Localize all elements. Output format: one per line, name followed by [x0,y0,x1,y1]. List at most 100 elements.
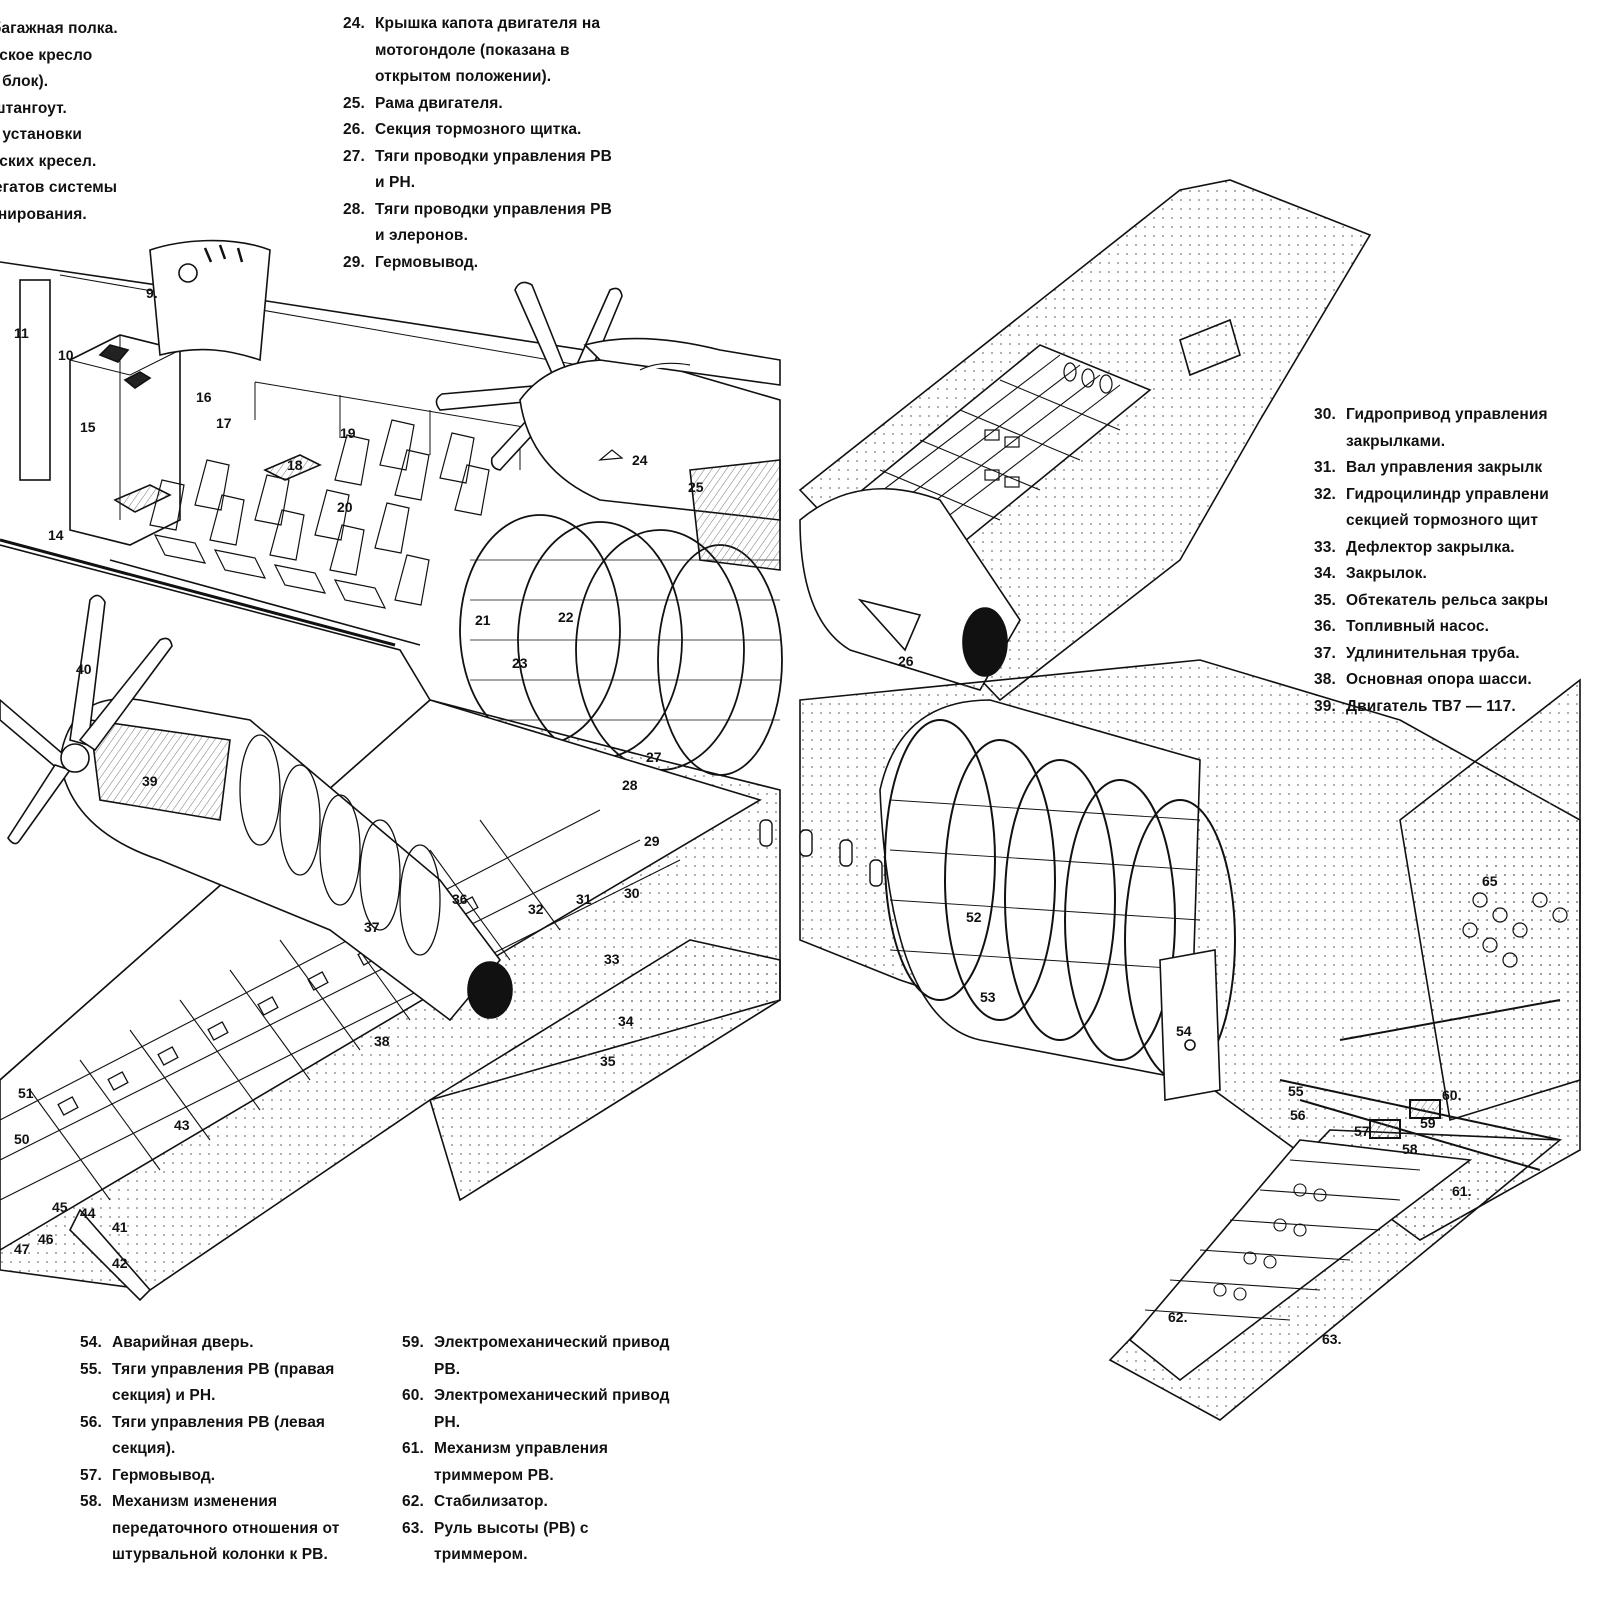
callout-51: 51 [18,1085,34,1101]
callout-31: 31 [576,891,592,907]
callout-46: 46 [38,1231,54,1247]
legend-item-31: 31.Вал управления закрылк [1314,459,1543,476]
legend-item-36: 36.Топливный насос. [1314,618,1490,635]
callout-24: 24 [632,452,648,468]
callout-26: 26 [898,653,914,669]
passenger-seats [149,419,490,609]
callout-23: 23 [512,655,528,671]
callout-11: 11 [14,325,29,341]
callout-15: 15 [80,419,96,435]
callout-37: 37 [364,919,380,935]
callout-55: 55 [1288,1083,1304,1099]
legend-item-35: 35.Обтекатель рельса закры [1314,591,1549,609]
stabilizer-lower [1108,1129,1563,1421]
callout-28: 28 [622,777,638,793]
legend-item-39: 39.Двигатель ТВ7 — 117. [1314,697,1516,715]
callout-19: 19 [340,425,356,441]
legend-item-29: 29.Гермовывод. [343,253,479,271]
callout-34: 34 [618,1013,634,1029]
propeller-left [0,594,173,845]
legend-item: жирское креслоной блок). [0,46,93,91]
control-linkages [1279,999,1561,1171]
stabilizer-right [1399,678,1581,1122]
legend-item-37: 37.Удлинительная труба. [1314,644,1520,662]
legend-item-26: 26.Секция тормозного щитка. [343,121,582,138]
callout-42: 42 [112,1255,128,1271]
callout-43: 43 [174,1117,190,1133]
callout-58: 58 [1402,1141,1418,1157]
legend-item-25: 25.Рама двигателя. [343,94,503,112]
callout-38: 38 [374,1033,390,1049]
callout-50: 50 [14,1131,30,1147]
legend-bottom-left: 54.Аварийная дверь. 55.Тяги управления Р… [80,1330,339,1569]
callout-57: 57 [1354,1123,1370,1139]
callout-20: 20 [337,499,353,515]
rear-fuselage [759,659,1581,1241]
callout-29: 29 [644,833,660,849]
callout-labels: 9. 10 11 14 15 16 17 18 19 20 21 22 23 2… [14,285,1498,1347]
callout-47: 47 [14,1241,30,1257]
legend-item-33: 33.Дефлектор закрылка. [1314,538,1515,556]
legend-item: агрегатов системыционирования. [0,179,118,223]
callout-14: 14 [48,527,64,543]
engine-nacelle-right [799,487,1021,691]
callout-21: 21 [475,612,491,628]
callout-25: 25 [688,479,704,495]
callout-60: 60. [1442,1087,1461,1103]
callout-62: 62. [1168,1309,1187,1325]
callout-40: 40 [76,661,92,677]
callout-53: 53 [980,989,996,1005]
engine-nacelle-upper [519,337,781,571]
callout-52: 52 [966,909,982,925]
callout-41: 41 [112,1219,128,1235]
engine-nacelle-left [59,698,513,1022]
callout-65: 65 [1482,873,1498,889]
legend-item-38: 38.Основная опора шасси. [1314,671,1532,688]
legend-item-57: 57.Гермовывод. [80,1466,216,1484]
legend-top-left: яя багажная полка. жирское креслоной бло… [0,16,118,228]
callout-36: 36 [452,891,468,907]
callout-45: 45 [52,1199,68,1215]
callout-18: 18 [287,457,303,473]
callout-63: 63. [1322,1331,1341,1347]
callout-54: 54 [1176,1023,1192,1039]
callout-35: 35 [600,1053,616,1069]
callout-44: 44 [80,1205,96,1221]
left-wing [0,699,781,1302]
callout-27: 27 [646,749,662,765]
callout-9: 9. [146,285,158,301]
callout-17: 17 [216,415,232,431]
callout-33: 33 [604,951,620,967]
callout-59: 59 [1420,1115,1436,1131]
callout-56: 56 [1290,1107,1306,1123]
legend-item: для установкижирских кресел. [0,126,97,170]
left-fuselage-cutaway [0,239,783,776]
legend-item-62: 62.Стабилизатор. [402,1493,548,1510]
callout-16: 16 [196,389,212,405]
callout-30: 30 [624,885,640,901]
legend-item: яя багажная полка. [0,20,118,37]
callout-32: 32 [528,901,544,917]
callout-10: 10 [58,347,74,363]
legend-item-54: 54.Аварийная дверь. [80,1334,254,1351]
legend-item-34: 34.Закрылок. [1314,565,1427,582]
callout-61: 61. [1452,1183,1471,1199]
legend-item: ой штангоут. [0,99,67,117]
